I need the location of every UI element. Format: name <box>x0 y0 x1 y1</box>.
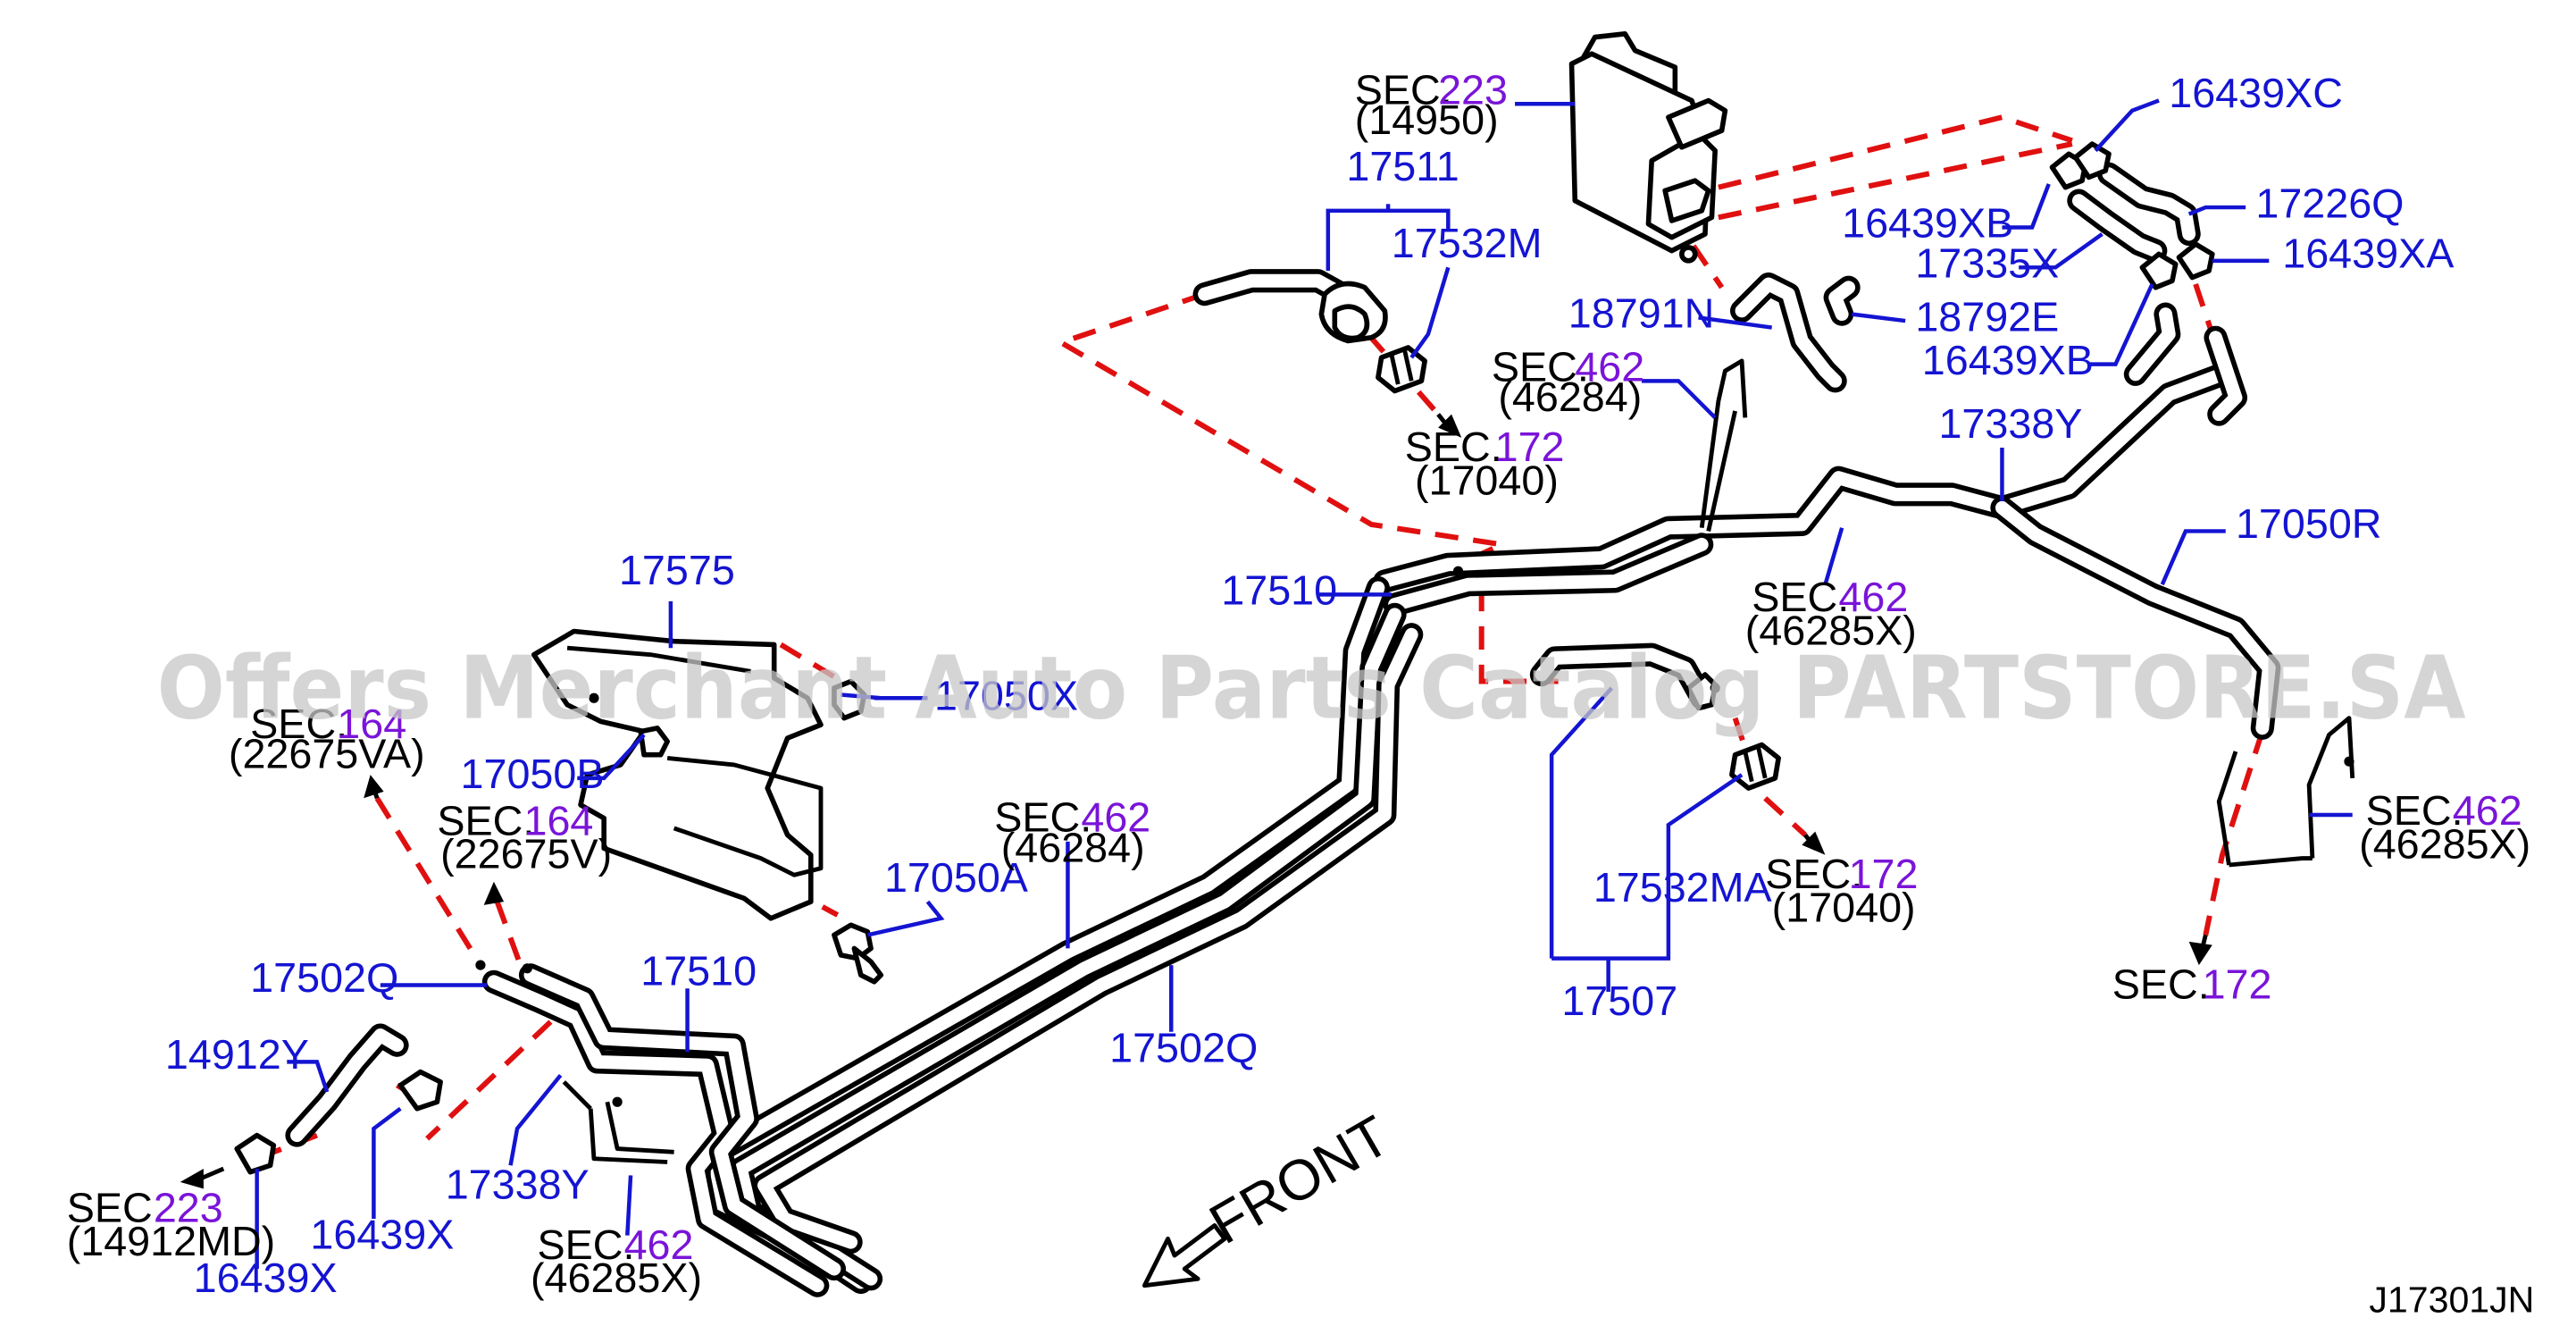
svg-text:SEC.: SEC. <box>1492 343 1589 390</box>
sec-ref-164-22675VA: SEC.164 (22675VA) <box>229 701 425 777</box>
svg-text:(46284): (46284) <box>1498 373 1642 420</box>
direction-arrows <box>180 413 2212 1189</box>
label-16439XC: 16439XC <box>2169 70 2343 116</box>
svg-text:462: 462 <box>624 1221 694 1268</box>
label-16439X-2: 16439X <box>194 1255 338 1301</box>
part-14912Y-hose <box>234 1023 443 1175</box>
svg-text:164: 164 <box>337 701 406 747</box>
svg-text:(14912MD): (14912MD) <box>67 1218 276 1264</box>
label-17510-2: 17510 <box>640 948 757 994</box>
svg-text:(46285X): (46285X) <box>1745 607 1917 653</box>
label-17050A: 17050A <box>884 854 1029 901</box>
sec-ref-172-17040-mid: SEC.172 (17040) <box>1765 851 1918 930</box>
svg-text:SEC.: SEC. <box>437 797 534 843</box>
label-17502Q-2: 17502Q <box>1109 1024 1258 1070</box>
label-17532MA: 17532MA <box>1593 864 1773 911</box>
svg-text:SEC.: SEC. <box>994 794 1091 841</box>
svg-text:(46284): (46284) <box>1001 824 1145 870</box>
label-17335X: 17335X <box>1915 240 2059 287</box>
svg-text:(14950): (14950) <box>1355 97 1499 143</box>
part-17532M-damper <box>1376 345 1427 394</box>
label-18792E: 18792E <box>1915 293 2059 340</box>
part-18791N-hose <box>1729 272 1847 393</box>
svg-text:(46285X): (46285X) <box>2359 821 2530 868</box>
diagram-code: J17301JN <box>2369 1280 2534 1321</box>
svg-text:SEC.: SEC. <box>250 701 347 747</box>
svg-text:172: 172 <box>1849 851 1919 897</box>
svg-text:SEC.: SEC. <box>2112 961 2210 1007</box>
label-17510: 17510 <box>1221 567 1337 614</box>
label-17226Q: 17226Q <box>2255 180 2404 226</box>
sec-ref-172-bottom-right: SEC.172 <box>2112 961 2272 1007</box>
label-16439XA: 16439XA <box>2282 230 2455 276</box>
svg-text:462: 462 <box>2453 787 2522 834</box>
label-17338Y: 17338Y <box>1938 400 2082 447</box>
label-18791N: 18791N <box>1568 290 1715 337</box>
part-17511-pipe <box>1192 269 1388 344</box>
svg-text:SEC.: SEC. <box>1765 851 1862 897</box>
sec-ref-462-46285X-mid: SEC.462 (46285X) <box>1745 574 1917 653</box>
sec-ref-462-46284-left: SEC.462 (46284) <box>994 794 1150 871</box>
svg-text:SEC.: SEC. <box>67 1185 164 1231</box>
part-18792E-hose <box>1823 275 1861 326</box>
part-canister-14950 <box>1568 31 1728 264</box>
label-16439XB: 16439XB <box>1842 200 2013 247</box>
front-label: FRONT <box>1200 1104 1400 1256</box>
thin-tubes <box>562 358 2355 1164</box>
label-17050X: 17050X <box>934 672 1078 718</box>
sec-ref-223-14912MD: SEC.223 (14912MD) <box>67 1185 276 1264</box>
svg-text:462: 462 <box>1838 574 1908 620</box>
section-references: SEC.223 (14950) SEC.172 (17040) SEC.462 … <box>67 66 2531 1301</box>
svg-text:223: 223 <box>1438 66 1508 113</box>
svg-text:462: 462 <box>1081 794 1150 841</box>
part-number-labels: 17511 17532M 16439XC 17226Q 16439XB 1733… <box>165 70 2455 1301</box>
main-pipe-bundle <box>481 302 2281 1297</box>
svg-text:164: 164 <box>524 797 594 843</box>
part-17532MA-damper <box>1729 742 1781 791</box>
sec-ref-462-46285X-right: SEC.462 (46285X) <box>2359 787 2530 867</box>
svg-text:(46285X): (46285X) <box>531 1255 702 1301</box>
svg-text:223: 223 <box>154 1185 223 1231</box>
svg-text:172: 172 <box>1495 424 1565 470</box>
sec-ref-223-14950: SEC.223 (14950) <box>1355 66 1508 143</box>
svg-text:SEC.: SEC. <box>2366 787 2463 834</box>
svg-text:462: 462 <box>1575 343 1644 390</box>
label-14912Y: 14912Y <box>165 1031 309 1078</box>
label-17511: 17511 <box>1346 143 1459 189</box>
svg-text:(22675V): (22675V) <box>440 831 612 877</box>
part-17335X-17226Q-hoses <box>2049 141 2215 290</box>
label-17532M: 17532M <box>1392 220 1543 266</box>
sec-ref-164-22675V: SEC.164 (22675V) <box>437 797 612 877</box>
label-17502Q: 17502Q <box>250 954 398 1001</box>
svg-text:SEC.: SEC. <box>1355 66 1452 113</box>
sec-ref-462-46285X-bottom: SEC.462 (46285X) <box>531 1221 702 1301</box>
pipe-end-markers <box>475 566 2354 1107</box>
label-17050R: 17050R <box>2236 500 2382 547</box>
part-17050A-bolt <box>832 922 884 985</box>
label-16439XB-2: 16439XB <box>1922 337 2094 383</box>
sec-ref-172-17040-top: SEC.172 (17040) <box>1405 424 1565 503</box>
svg-text:172: 172 <box>2203 961 2272 1007</box>
label-17338Y-2: 17338Y <box>446 1162 590 1208</box>
svg-text:SEC.: SEC. <box>1405 424 1502 470</box>
svg-text:(17040): (17040) <box>1415 457 1559 503</box>
part-17507-pipe <box>1529 642 1720 711</box>
svg-text:SEC.: SEC. <box>1752 574 1849 620</box>
label-17575: 17575 <box>619 547 735 593</box>
sec-ref-462-46284-right: SEC.462 (46284) <box>1492 343 1644 420</box>
leader-lines <box>255 98 2353 1270</box>
front-arrow <box>1142 1223 1227 1288</box>
part-17575-bracket <box>531 628 867 921</box>
svg-text:(22675VA): (22675VA) <box>229 731 425 777</box>
watermark-text: Offers Merchant Auto Parts Catalog PARTS… <box>157 638 2466 739</box>
label-17050B: 17050B <box>461 751 605 797</box>
svg-text:(17040): (17040) <box>1772 885 1916 931</box>
label-17507: 17507 <box>1561 978 1677 1024</box>
label-16439X: 16439X <box>310 1212 454 1258</box>
svg-text:SEC.: SEC. <box>537 1221 634 1268</box>
